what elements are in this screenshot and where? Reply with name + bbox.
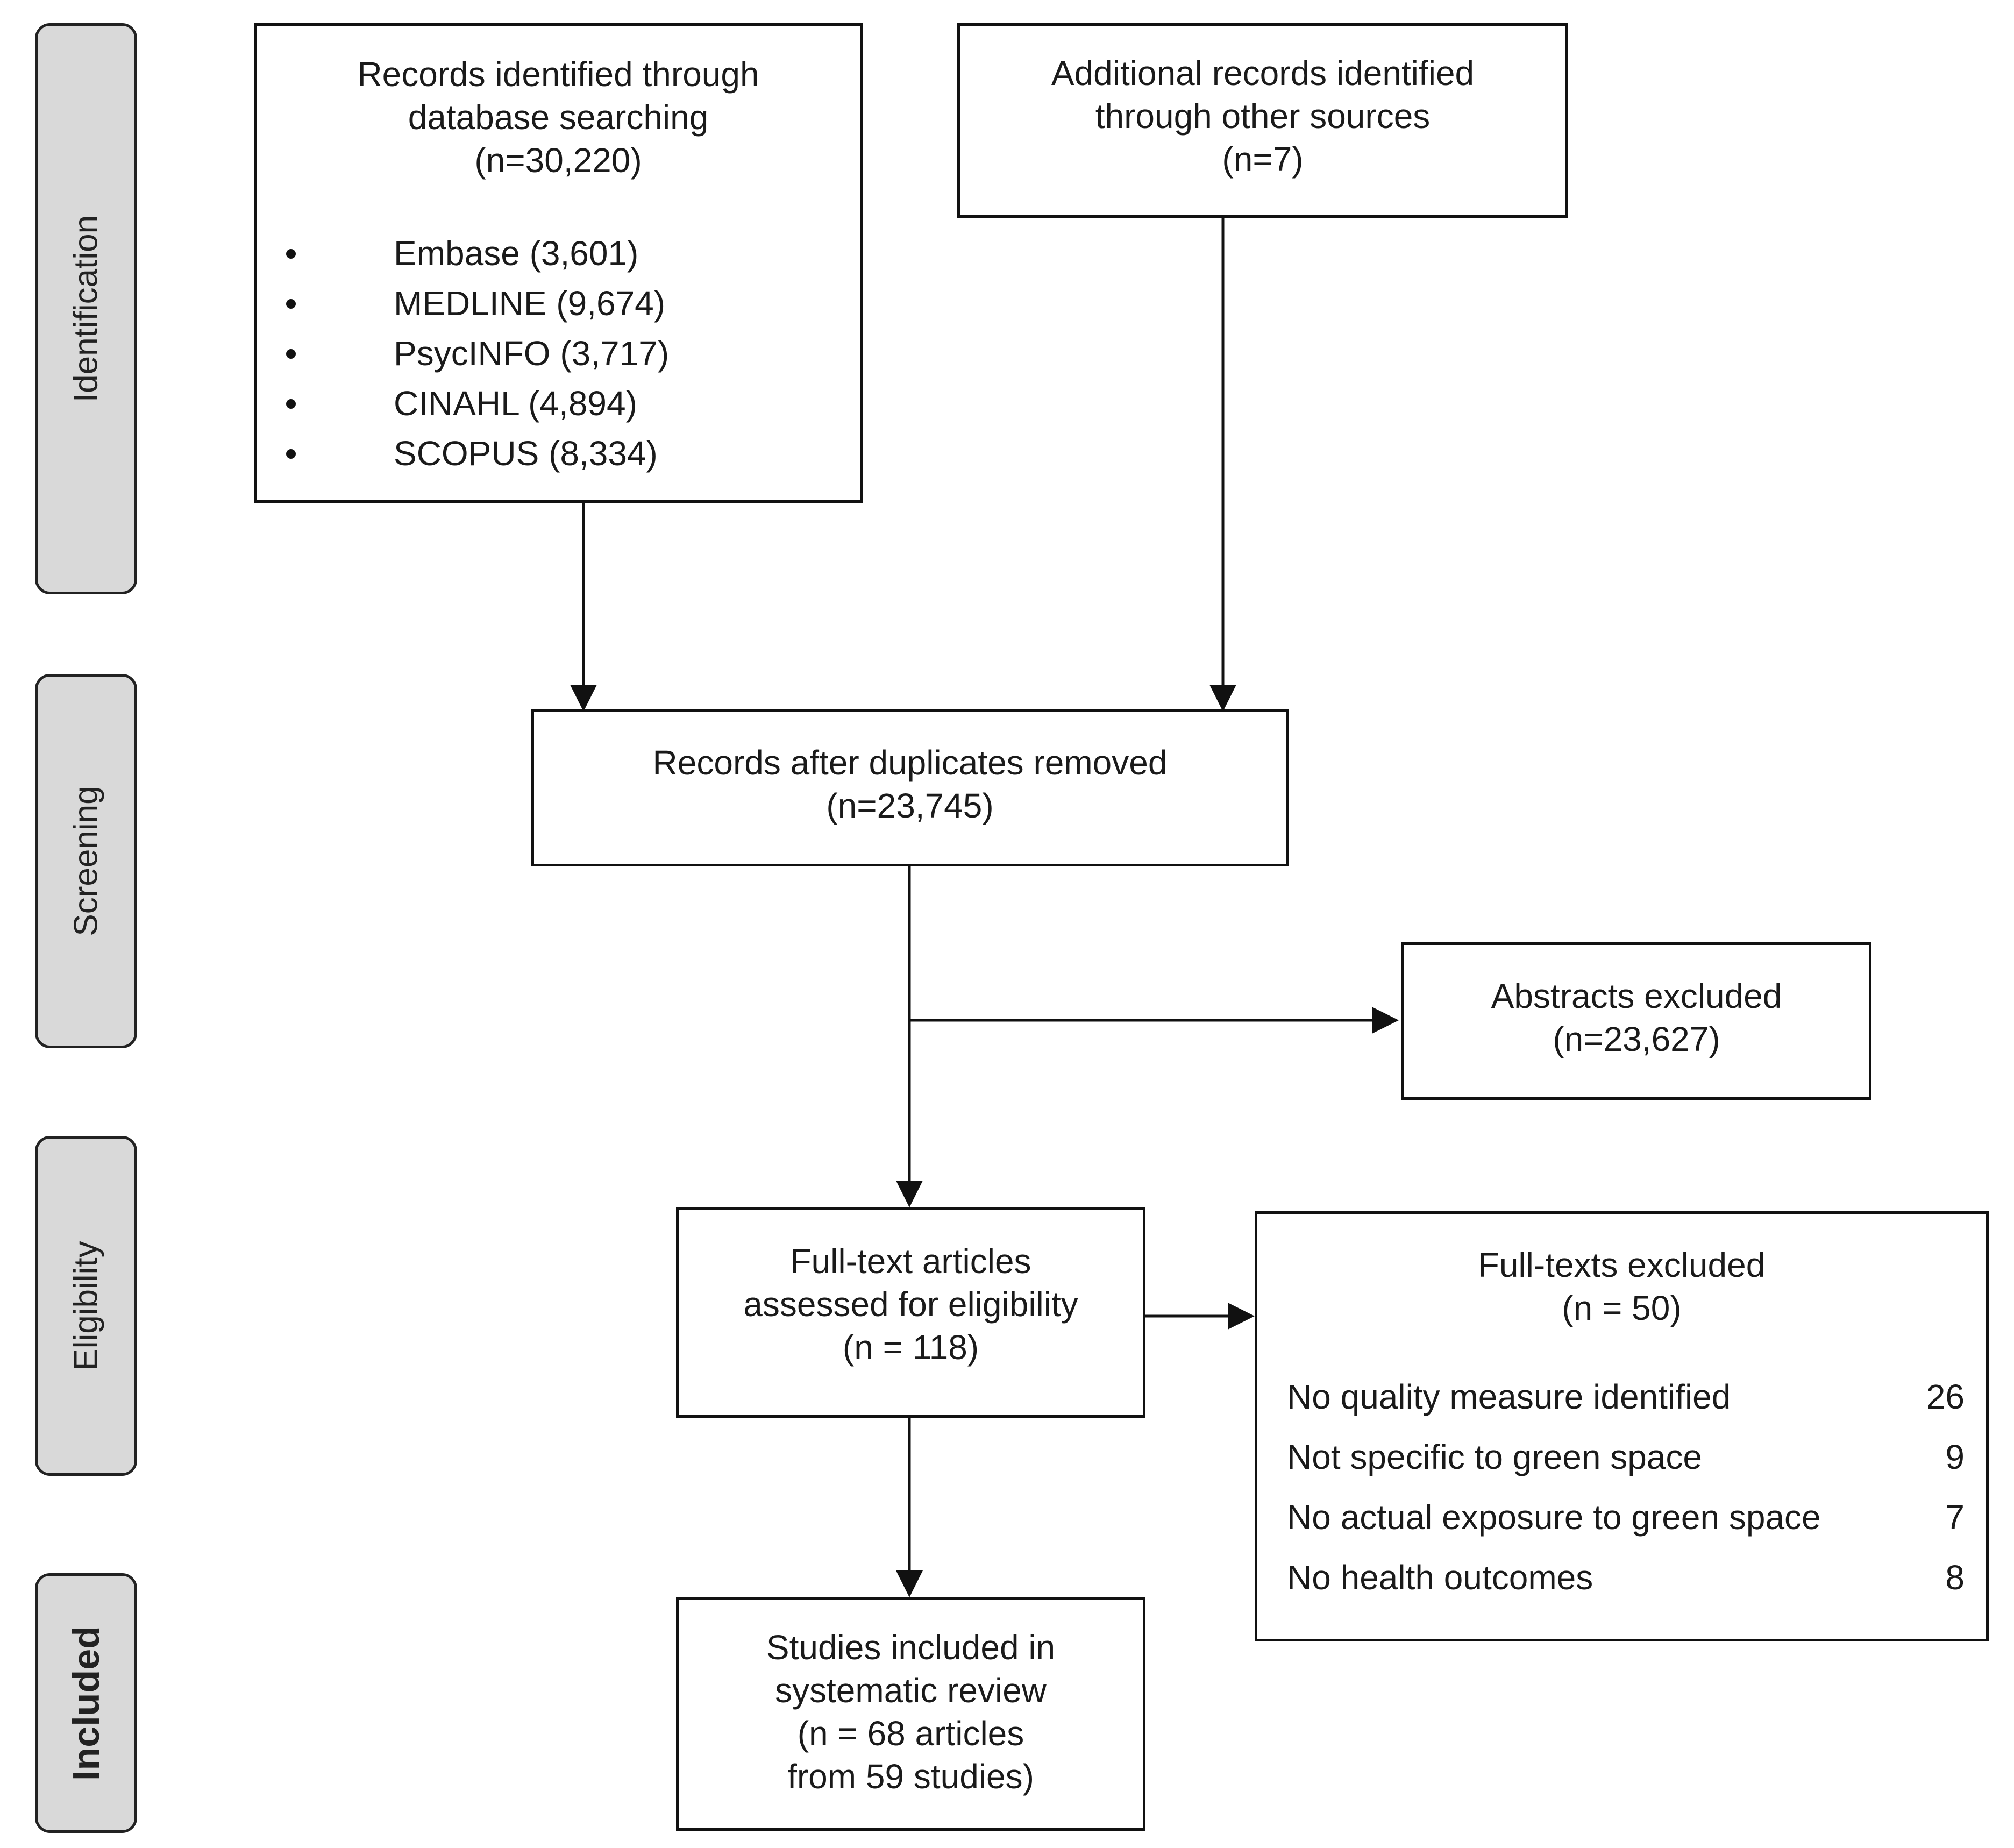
bullet-icon xyxy=(286,399,296,409)
included-line: Studies included in xyxy=(766,1628,1056,1667)
database-item: Embase (3,601) xyxy=(257,229,860,279)
dedup-count: (n=23,745) xyxy=(826,786,994,825)
fulltext-excluded-box: Full-texts excluded (n = 50) No quality … xyxy=(1255,1211,1989,1641)
identified-records-box: Records identified through database sear… xyxy=(254,23,863,503)
database-item: MEDLINE (9,674) xyxy=(257,279,860,329)
abstracts-excluded-line: Abstracts excluded xyxy=(1491,977,1782,1015)
dedup-records-box: Records after duplicates removed (n=23,7… xyxy=(531,709,1289,866)
identified-title-line: Records identified through xyxy=(357,55,759,94)
identified-count: (n=30,220) xyxy=(474,141,642,180)
stage-screening: Screening xyxy=(35,674,137,1048)
database-item: PsycINFO (3,717) xyxy=(257,329,860,379)
database-item: CINAHL (4,894) xyxy=(257,379,860,429)
fulltext-assessed-box: Full-text articles assessed for eligibil… xyxy=(676,1207,1145,1418)
included-line: from 59 studies) xyxy=(787,1757,1034,1796)
identified-title-line: database searching xyxy=(408,98,709,137)
exclusion-reason: No quality measure identified 26 xyxy=(1287,1377,1965,1416)
abstracts-excluded-count: (n=23,627) xyxy=(1553,1020,1720,1058)
exclusion-reason: No actual exposure to green space 7 xyxy=(1287,1498,1965,1537)
fulltext-assessed-count: (n = 118) xyxy=(842,1328,979,1367)
included-line: systematic review xyxy=(775,1671,1047,1710)
exclusion-reason: Not specific to green space 9 xyxy=(1287,1438,1965,1476)
database-list: Embase (3,601) MEDLINE (9,674) PsycINFO … xyxy=(257,229,860,479)
bullet-icon xyxy=(286,449,296,459)
bullet-icon xyxy=(286,299,296,309)
additional-line: Additional records identified xyxy=(1051,54,1475,93)
fulltext-assessed-line: assessed for eligibility xyxy=(743,1285,1078,1324)
included-line: (n = 68 articles xyxy=(797,1714,1024,1753)
stage-eligibility: Eligibility xyxy=(35,1136,137,1476)
stage-identification: Identification xyxy=(35,23,137,594)
abstracts-excluded-box: Abstracts excluded (n=23,627) xyxy=(1401,942,1871,1100)
exclusion-reason: No health outcomes 8 xyxy=(1287,1558,1965,1597)
bullet-icon xyxy=(286,249,296,259)
database-item: SCOPUS (8,334) xyxy=(257,429,860,479)
additional-count: (n=7) xyxy=(1222,140,1304,179)
fulltext-assessed-line: Full-text articles xyxy=(790,1242,1031,1281)
dedup-line: Records after duplicates removed xyxy=(652,743,1168,782)
fulltext-excluded-count: (n = 50) xyxy=(1562,1289,1682,1327)
stage-included: Included xyxy=(35,1573,137,1833)
additional-records-box: Additional records identified through ot… xyxy=(957,23,1568,218)
exclusion-reasons: No quality measure identified 26 Not spe… xyxy=(1287,1375,1965,1616)
fulltext-excluded-line: Full-texts excluded xyxy=(1478,1246,1766,1284)
additional-line: through other sources xyxy=(1095,97,1431,136)
studies-included-box: Studies included in systematic review (n… xyxy=(676,1597,1145,1831)
bullet-icon xyxy=(286,349,296,359)
